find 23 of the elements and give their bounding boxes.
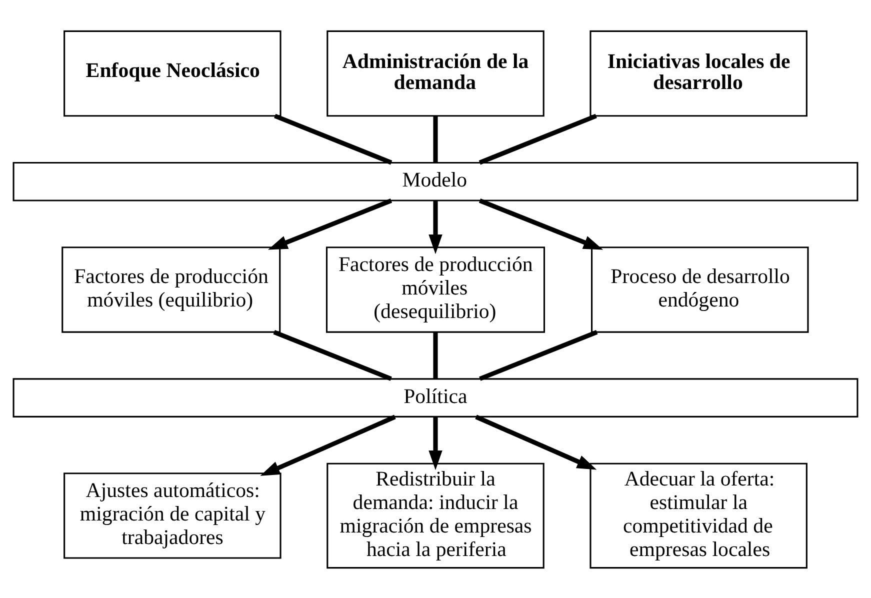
- connector: [433, 332, 438, 378]
- node-box: Ajustes automáticos: migración de capital y trabajadores: [64, 472, 282, 558]
- node-box: Factores de producción móviles (equilibrio): [62, 246, 281, 332]
- node-box: Enfoque Neoclásico: [64, 30, 282, 116]
- arrow: [475, 414, 597, 470]
- node-box: Proceso de desarrollo endógeno: [591, 246, 809, 332]
- node-box: Iniciativas locales de desarrollo: [590, 30, 808, 116]
- arrow: [478, 198, 604, 250]
- node-box: Redistribuir la demanda: inducir la migración de empresas hacia la periferia: [326, 462, 544, 568]
- connector: [273, 330, 392, 380]
- arrow: [428, 416, 442, 470]
- arrow: [268, 198, 392, 250]
- node-box: Modelo: [12, 161, 858, 201]
- node-box: Adecuar la oferta: estimular la competitividad de empresas locales: [590, 462, 808, 568]
- node-box: Administración de la demanda: [326, 30, 544, 116]
- arrow: [260, 414, 396, 476]
- node-box: Política: [12, 378, 858, 417]
- connector: [274, 113, 392, 164]
- connector: [479, 330, 598, 380]
- connector: [478, 113, 597, 164]
- node-box: Factores de producción móviles (desequilibrio): [326, 246, 546, 332]
- connector: [433, 115, 438, 162]
- arrow: [428, 200, 442, 254]
